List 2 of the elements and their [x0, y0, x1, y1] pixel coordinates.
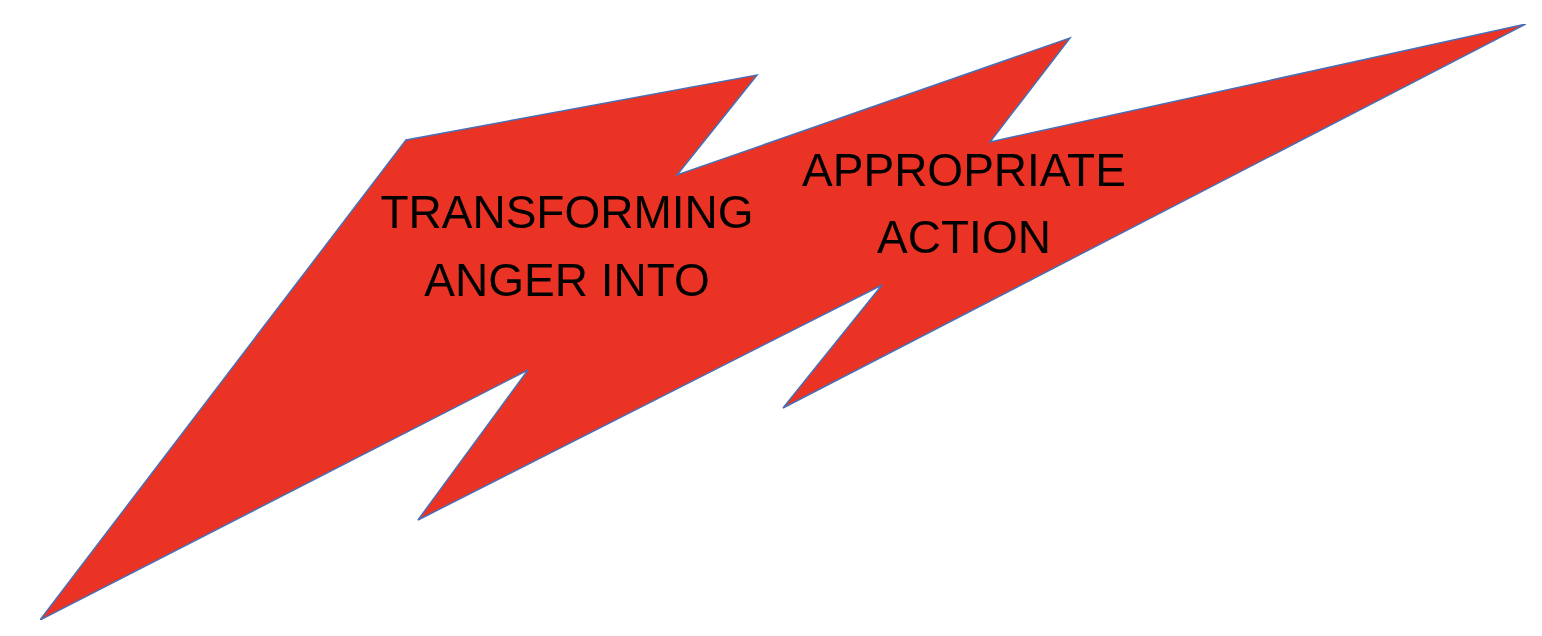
bolt-text: TRANSFORMING ANGER INTO	[380, 185, 754, 308]
bolt-text: APPROPRIATE ACTION	[802, 143, 1126, 265]
